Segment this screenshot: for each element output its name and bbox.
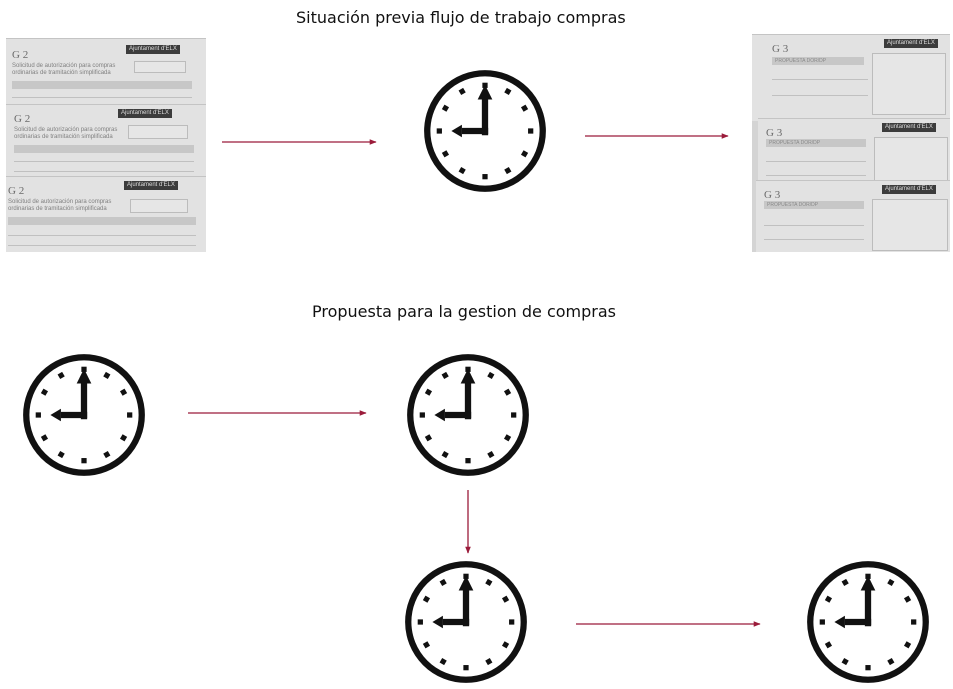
proposal-title: Propuesta para la gestion de compras (312, 302, 616, 321)
form-line (766, 175, 866, 176)
form-code: G 3 (766, 127, 783, 139)
form-field (130, 199, 188, 213)
form-org-label: Ajuntament d'ELX (126, 45, 180, 54)
form-sheet: Ajuntament d'ELX G 3 PROPUESTA DOR/DP (756, 180, 950, 252)
form-sheet: Ajuntament d'ELX G 2 Solicitud de autori… (6, 104, 206, 185)
form-org-label: Ajuntament d'ELX (884, 39, 938, 48)
form-code: G 2 (14, 113, 31, 125)
form-band: PROPUESTA DOR/DP (764, 201, 864, 209)
form-org-label: Ajuntament d'ELX (118, 109, 172, 118)
form-line (764, 239, 864, 240)
form-line (766, 161, 866, 162)
form-org-label: Ajuntament d'ELX (882, 185, 936, 194)
form-band (8, 217, 196, 225)
source-forms-image: Ajuntament d'ELX G 2 Solicitud de autori… (6, 38, 206, 252)
result-forms-image: Ajuntament d'ELX G 3 PROPUESTA DOR/DP Aj… (752, 34, 950, 252)
form-band: PROPUESTA DOR/DP (772, 57, 864, 65)
form-field (134, 61, 186, 73)
form-sheet: Ajuntament d'ELX G 2 Solicitud de autori… (6, 176, 206, 252)
clock-icon (427, 73, 543, 189)
form-line (12, 97, 192, 98)
form-band: PROPUESTA DOR/DP (766, 139, 866, 147)
form-sheet: Ajuntament d'ELX G 2 Solicitud de autori… (6, 38, 206, 111)
form-field (128, 125, 188, 139)
form-line (764, 225, 864, 226)
form-code: G 3 (764, 189, 781, 201)
form-band (12, 81, 192, 89)
form-description: Solicitud de autorización para compras o… (12, 63, 116, 76)
previous-workflow-title: Situación previa flujo de trabajo compra… (296, 8, 626, 27)
form-band (14, 145, 194, 153)
form-code: G 2 (8, 185, 25, 197)
form-code: G 2 (12, 49, 29, 61)
form-line (772, 95, 868, 96)
form-description: PROPUESTA DOR/DP (769, 140, 821, 146)
form-line (772, 79, 868, 80)
form-org-label: Ajuntament d'ELX (882, 123, 936, 132)
form-line (14, 171, 194, 172)
clock-icon (810, 564, 926, 680)
clock-icon (410, 357, 526, 473)
clock-icon (26, 357, 142, 473)
form-field (872, 53, 946, 115)
form-field (874, 137, 948, 187)
form-line (8, 235, 196, 236)
form-description: PROPUESTA DOR/DP (775, 58, 827, 64)
form-org-label: Ajuntament d'ELX (124, 181, 178, 190)
form-description: Solicitud de autorización para compras o… (14, 127, 118, 140)
clock-icon (408, 564, 524, 680)
form-description: Solicitud de autorización para compras o… (8, 199, 112, 212)
form-code: G 3 (772, 43, 789, 55)
form-description: PROPUESTA DOR/DP (767, 202, 819, 208)
form-sheet: Ajuntament d'ELX G 3 PROPUESTA DOR/DP (752, 34, 950, 121)
form-line (14, 161, 194, 162)
form-line (8, 245, 196, 246)
form-sheet: Ajuntament d'ELX G 3 PROPUESTA DOR/DP (758, 118, 950, 189)
form-field (872, 199, 948, 251)
